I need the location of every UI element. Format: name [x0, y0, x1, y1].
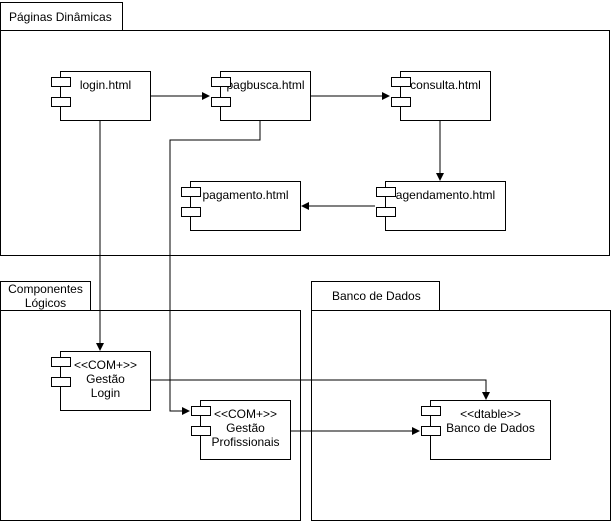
- component-port: [191, 406, 211, 416]
- component-label-login-html: login.html: [79, 78, 132, 92]
- package-paginas-dinamicas: [0, 30, 610, 256]
- component-label-banco-de-dados: <<dtable>> Banco de Dados: [446, 407, 535, 435]
- component-label-consulta-html: consulta.html: [410, 78, 481, 92]
- component-port: [391, 97, 411, 107]
- component-login-html[interactable]: login.html: [51, 71, 151, 121]
- component-port: [421, 406, 441, 416]
- package-tab-componentes-logicos: Componentes Lógicos: [0, 281, 91, 311]
- component-port: [181, 207, 201, 217]
- package-tab-banco-de-dados: Banco de Dados: [311, 281, 440, 311]
- package-title-componentes-logicos: Componentes Lógicos: [8, 282, 83, 310]
- component-port: [211, 77, 231, 87]
- component-label-gestao-profissionais: <<COM+>> Gestão Profissionais: [211, 407, 280, 449]
- package-tab-paginas-dinamicas: Páginas Dinâmicas: [0, 2, 123, 31]
- component-pagbusca-html[interactable]: pagbusca.html: [211, 71, 311, 121]
- component-port: [181, 187, 201, 197]
- component-port: [376, 187, 396, 197]
- component-label-pagbusca-html: pagbusca.html: [226, 78, 305, 92]
- component-port: [211, 97, 231, 107]
- component-banco-de-dados[interactable]: <<dtable>> Banco de Dados: [421, 400, 551, 460]
- component-gestao-login[interactable]: <<COM+>> Gestão Login: [51, 351, 151, 411]
- component-port: [421, 426, 441, 436]
- component-label-agendamento-html: agendamento.html: [395, 188, 496, 202]
- component-label-pagamento-html: pagamento.html: [202, 188, 289, 202]
- component-agendamento-html[interactable]: agendamento.html: [376, 181, 506, 231]
- package-title-paginas-dinamicas: Páginas Dinâmicas: [9, 9, 112, 24]
- component-port: [391, 77, 411, 87]
- component-port: [191, 426, 211, 436]
- package-title-banco-de-dados: Banco de Dados: [332, 289, 421, 303]
- component-consulta-html[interactable]: consulta.html: [391, 71, 491, 121]
- component-port: [51, 97, 71, 107]
- component-label-gestao-login: <<COM+>> Gestão Login: [73, 358, 138, 400]
- component-port: [376, 207, 396, 217]
- component-port: [51, 357, 71, 367]
- component-port: [51, 77, 71, 87]
- component-port: [51, 377, 71, 387]
- component-gestao-profissionais[interactable]: <<COM+>> Gestão Profissionais: [191, 400, 291, 460]
- component-pagamento-html[interactable]: pagamento.html: [181, 181, 301, 231]
